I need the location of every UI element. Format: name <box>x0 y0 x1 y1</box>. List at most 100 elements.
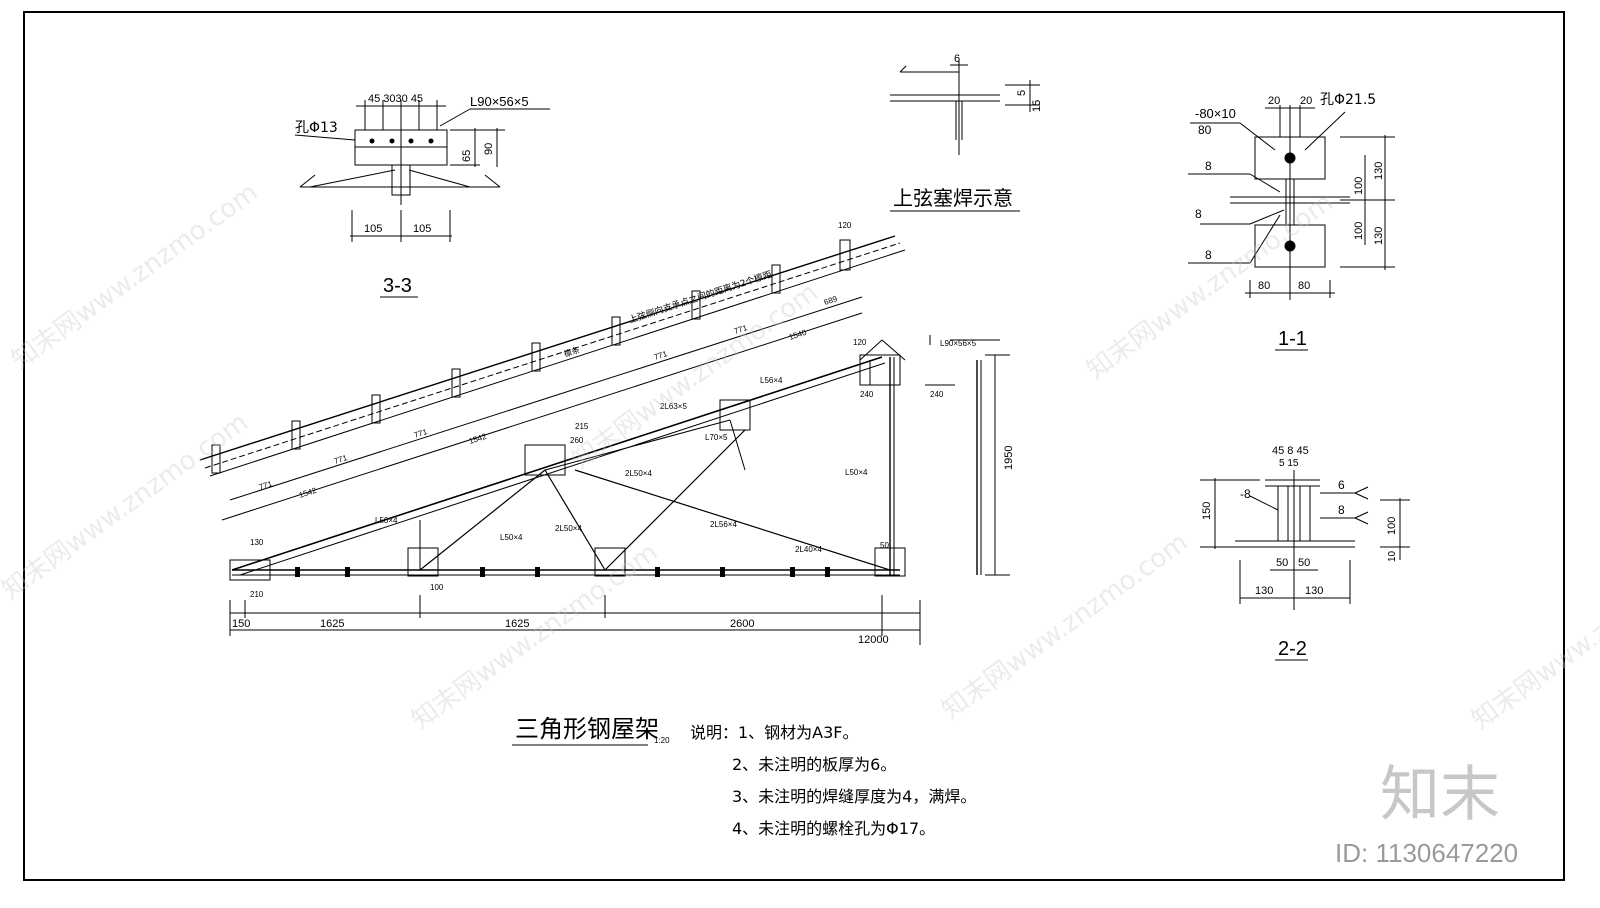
section-1-1-dim-80a: 80 <box>1258 280 1270 292</box>
section-1-1-weld-mid: 8 <box>1195 207 1202 221</box>
sheet-border <box>23 11 1565 881</box>
section-3-3-angle-label: L90×56×5 <box>470 94 529 109</box>
section-1-1-dim-130a: 130 <box>1373 162 1385 180</box>
member-label: 2L63×5 <box>660 402 687 411</box>
purlin-spacing: 689 <box>823 294 839 307</box>
gusset <box>1277 485 1289 542</box>
section-3-3-dim-105-right: 105 <box>413 223 431 235</box>
node-dim: 130 <box>250 538 264 547</box>
section-1-1-weld-bot: 8 <box>1205 248 1212 262</box>
member-label: L50×4 <box>845 468 868 477</box>
bottom-dim: 2600 <box>730 618 754 630</box>
section-2-2-weld-8: 8 <box>1338 503 1345 517</box>
image-id: ID: 1130647220 <box>1335 838 1518 868</box>
member-label: L50×4 <box>375 516 398 525</box>
weld-detail-title: 上弦塞焊示意 <box>893 186 1013 210</box>
top-chord-exploded <box>199 235 896 461</box>
node-dim: 120 <box>838 221 852 230</box>
section-3-3-label: 3-3 <box>383 275 412 297</box>
purlin-spacing-dims: 771 771 771 771 771 689 <box>258 294 839 492</box>
notes-heading: 说明：1、钢材为A3F。 <box>690 723 859 742</box>
main-title: 三角形钢屋架 <box>515 715 659 743</box>
note-item: 3、未注明的焊缝厚度为4，满焊。 <box>732 787 976 806</box>
member-label: 2L40×4 <box>795 545 822 554</box>
bottom-dimensions: 150 1625 1625 2600 12000 <box>232 618 889 646</box>
purlin-spacing: 771 <box>333 453 349 466</box>
section-1-1-dim-80b: 80 <box>1298 280 1310 292</box>
bolt-hole <box>369 138 375 144</box>
section-1-1-dim-130b: 130 <box>1373 227 1385 245</box>
watermark: 知末网www.znzmo.com <box>566 277 823 475</box>
purlin-spacing: 771 <box>413 427 429 440</box>
section-2-2-dim-10: 10 <box>1387 550 1398 562</box>
section-3-3-dim-90: 90 <box>483 143 495 155</box>
top-chord <box>231 356 883 571</box>
chord-segment: 1542 <box>468 432 488 446</box>
truss-elevation <box>199 235 1010 645</box>
node-dim: 50 <box>880 541 889 550</box>
node-dim: 215 <box>575 422 589 431</box>
note-item: 4、未注明的螺栓孔为Φ17。 <box>732 819 935 838</box>
section-1-1-dim-100b: 100 <box>1353 222 1365 240</box>
member-label: L70×5 <box>705 433 728 442</box>
section-2-2 <box>1200 470 1410 610</box>
watermark: 知末网www.znzmo.com <box>0 407 254 605</box>
watermark: 知末网www.znzmo.com <box>6 177 263 375</box>
bottom-dim: 150 <box>232 618 250 630</box>
member-label: L56×4 <box>760 376 783 385</box>
section-2-2-dim-130a: 130 <box>1255 585 1273 597</box>
section-3-3-dims-top: 45 3030 45 <box>368 93 423 105</box>
section-2-2-dim-50b: 50 <box>1298 557 1310 569</box>
section-1-1-plate: -80×10 <box>1195 106 1236 121</box>
height-dim: 1950 <box>1003 446 1015 470</box>
weld-dim-5: 5 <box>1016 90 1028 96</box>
member-label: L90×56×5 <box>940 339 977 348</box>
section-2-2-dim-130b: 130 <box>1305 585 1323 597</box>
member-labels: L90×56×5 L50×4 L50×4 2L50×4 2L56×4 2L63×… <box>375 339 977 554</box>
section-2-2-dims-top2: 5 15 <box>1279 458 1299 469</box>
section-1-1-label: 1-1 <box>1278 328 1307 350</box>
member-label: 2L50×4 <box>625 469 652 478</box>
section-2-2-dim-150: 150 <box>1201 502 1213 520</box>
chord-segment: 1540 <box>788 328 808 342</box>
section-2-2-dim-50a: 50 <box>1276 557 1288 569</box>
node-dims: 120 120 240 240 215 260 50 100 210 130 <box>250 221 944 599</box>
purlin-spacing: 771 <box>653 349 669 362</box>
section-3-3-dim-105-left: 105 <box>364 223 382 235</box>
node-dim: 120 <box>853 338 867 347</box>
section-2-2-dim-100: 100 <box>1386 517 1398 535</box>
section-2-2-plate: -8 <box>1240 487 1251 501</box>
weld-dim-15: 15 <box>1031 100 1043 112</box>
section-1-1-plate-sub: 80 <box>1198 123 1212 137</box>
weld-detail <box>890 60 1040 155</box>
node-dim: 260 <box>570 436 584 445</box>
brand-logo: 知末 <box>1380 760 1500 830</box>
section-3-3-dim-65: 65 <box>461 150 473 162</box>
filler-plates <box>295 567 830 577</box>
node-dim: 100 <box>430 583 444 592</box>
node-dim: 240 <box>930 390 944 399</box>
member-label: L50×4 <box>500 533 523 542</box>
node-dim: 210 <box>250 590 264 599</box>
purlin-spacing: 771 <box>733 323 749 336</box>
total-span: 12000 <box>858 634 889 646</box>
node-dim: 240 <box>860 390 874 399</box>
note-item: 2、未注明的板厚为6。 <box>732 755 896 774</box>
purlin-label: 檩条 <box>563 344 581 358</box>
purlin-spacing: 771 <box>258 479 274 492</box>
main-title-scale: 1:20 <box>654 736 670 745</box>
section-3-3 <box>294 100 550 242</box>
bottom-dim: 1625 <box>505 618 529 630</box>
section-2-2-weld-6: 6 <box>1338 478 1345 492</box>
bottom-dim: 1625 <box>320 618 344 630</box>
watermark: 知末网www.znzmo.com <box>1466 537 1600 735</box>
section-3-3-hole-label: 孔Φ13 <box>295 120 338 136</box>
section-1-1-weld-top: 8 <box>1205 159 1212 173</box>
section-1-1 <box>1188 105 1395 300</box>
member-label: 2L50×4 <box>555 524 582 533</box>
section-2-2-label: 2-2 <box>1278 638 1307 660</box>
weld-dim-6: 6 <box>954 53 960 65</box>
watermark: 知末网www.znzmo.com <box>936 527 1193 725</box>
section-1-1-dim-100a: 100 <box>1353 177 1365 195</box>
